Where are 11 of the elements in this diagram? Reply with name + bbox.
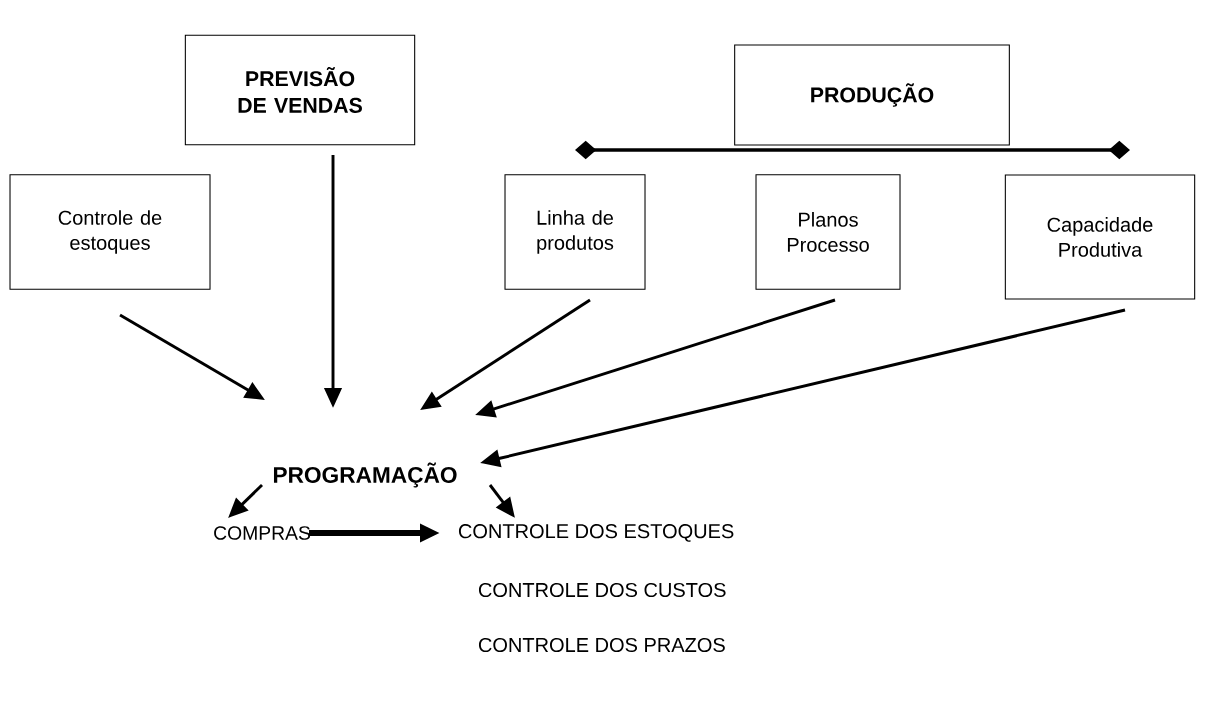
process-box: Capacidade Produtiva xyxy=(1004,174,1196,300)
output-text: CONTROLE DOS CUSTOS xyxy=(478,582,726,598)
process-box: Linha de produtos xyxy=(504,174,646,290)
process-box: PREVISÃO DE VENDAS xyxy=(184,34,416,146)
output-text: COMPRAS xyxy=(214,526,310,540)
process-box: PRODUÇÃO xyxy=(734,44,1010,146)
heading-text: PROGRAMAÇÃO xyxy=(274,462,457,488)
output-text: CONTROLE DOS PRAZOS xyxy=(478,637,725,653)
process-box: Planos Processo xyxy=(755,174,901,290)
output-text: CONTROLE DOS ESTOQUES xyxy=(458,524,734,542)
process-box: Controle de estoques xyxy=(9,174,211,290)
